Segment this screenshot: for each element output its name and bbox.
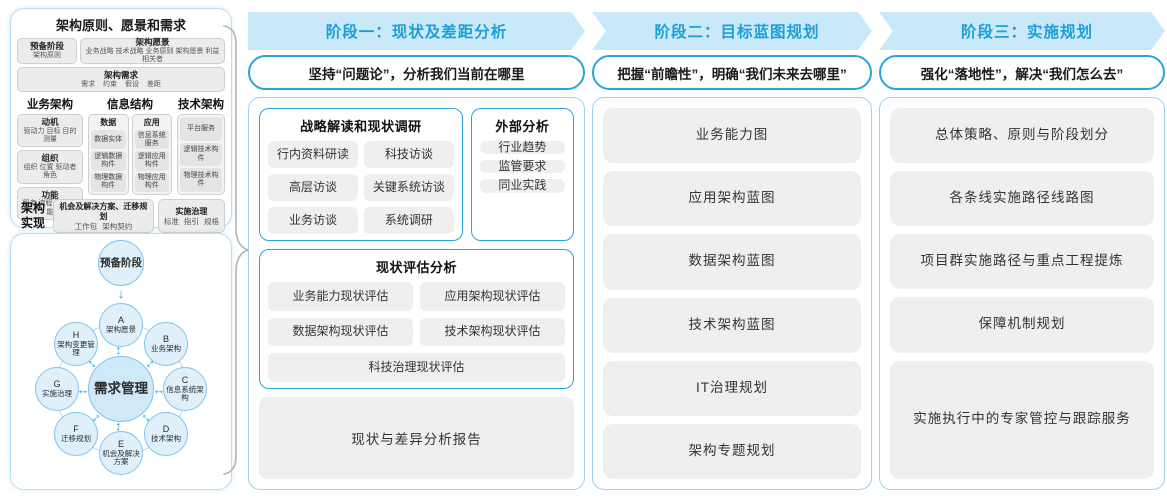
requirement-sub: 需求 约束 假设 差距 — [81, 80, 161, 88]
technology-item: 平台服务 — [180, 117, 222, 141]
phase-2-item: IT治理规划 — [603, 360, 861, 416]
motivation-box: 动机 驱动力 目标 目的 测量 — [17, 114, 83, 148]
phase-3-subtitle: 强化“落地性”，解决“我们怎么去” — [879, 55, 1165, 90]
business-architecture-title: 业务架构 — [27, 99, 73, 111]
architecture-requirement-box: 架构需求 需求 约束 假设 差距 — [17, 67, 225, 92]
bidirectional-arrow-icon: ↔ — [113, 420, 129, 434]
technology-architecture-column: 技术架构 平台服务 逻辑技术构件 物理技术构件 — [177, 96, 225, 195]
prep-phase-sub: 架构原则 — [33, 52, 61, 60]
phase-3-item: 各条线实施路径线路图 — [890, 171, 1154, 227]
phase-2-item: 业务能力图 — [603, 108, 861, 164]
strategy-item: 系统调研 — [363, 207, 454, 234]
phase-3-item: 实施执行中的专家管控与跟踪服务 — [890, 360, 1154, 480]
architecture-framework-panel: 架构原则、愿景和需求 预备阶段 架构原则 架构愿景 业务战略 技术战略 业务原则… — [10, 8, 232, 233]
phase-2-content: 业务能力图 应用架构蓝图 数据架构蓝图 技术架构蓝图 IT治理规划 架构专题规划 — [592, 97, 872, 490]
technology-item: 物理技术构件 — [180, 168, 222, 193]
information-structure-title: 信息结构 — [107, 99, 153, 111]
phase-2-item: 技术架构蓝图 — [603, 297, 861, 353]
phase-2-item: 数据架构蓝图 — [603, 234, 861, 290]
phase-1-content: 战略解读和现状调研 行内资料研读 科技访谈 高层访谈 关键系统访谈 业务访谈 系… — [248, 97, 585, 490]
phase-2-item: 架构专题规划 — [603, 423, 861, 480]
strategy-research-box: 战略解读和现状调研 行内资料研读 科技访谈 高层访谈 关键系统访谈 业务访谈 系… — [259, 108, 463, 241]
adm-node-d: D 技术架构 — [144, 412, 188, 456]
adm-node-h: H 架构变更管理 — [54, 322, 98, 366]
implementation-governance-box: 实施治理 标准 指引 规格 — [157, 199, 225, 233]
phase-3-content: 总体策略、原则与阶段划分 各条线实施路径线路图 项目群实施路径与重点工程提炼 保… — [879, 97, 1165, 490]
evaluation-item: 数据架构现状评估 — [268, 317, 413, 347]
external-analysis-box: 外部分析 行业趋势 监管要求 同业实践 — [470, 108, 574, 241]
adm-node-f: F 迁移规划 — [54, 412, 98, 456]
phase-2-header-band: 阶段二：目标蓝图规划 — [592, 12, 872, 50]
phase-1-header-band: 阶段一：现状及差距分析 — [248, 12, 585, 50]
adm-node-c: C 信息系统架构 — [163, 367, 207, 411]
strategy-item: 关键系统访谈 — [363, 174, 454, 201]
framework-columns: 业务架构 动机 驱动力 目标 目的 测量 组织 组织 位置 驱动者 角色 功能 … — [17, 96, 225, 221]
information-structure-column: 信息结构 数据 数据实体 逻辑数据构件 物理数据构件 应用 信息系统服务 逻辑应… — [88, 96, 172, 195]
external-item: 行业趋势 — [479, 140, 565, 155]
requirement-management-circle: 需求管理 — [88, 356, 154, 422]
adm-node-g: G 实施治理 — [35, 367, 79, 411]
phase-3-item: 项目群实施路径与重点工程提炼 — [890, 234, 1154, 290]
technology-architecture-title: 技术架构 — [178, 99, 224, 111]
external-item: 同业实践 — [479, 179, 565, 193]
phase-2-item: 应用架构蓝图 — [603, 171, 861, 227]
strategy-item: 高层访谈 — [268, 174, 358, 201]
adm-node-e: E 机会及解决方案 — [99, 431, 143, 475]
prep-phase-box: 预备阶段 架构原则 — [17, 38, 77, 64]
technology-group-box: 平台服务 逻辑技术构件 物理技术构件 — [177, 114, 225, 195]
phase-3-column: 阶段三：实施规划 强化“落地性”，解决“我们怎么去” 总体策略、原则与阶段划分 … — [879, 12, 1165, 490]
evaluation-item: 科技治理现状评估 — [268, 353, 565, 382]
framework-row-top: 预备阶段 架构原则 架构愿景 业务战略 技术战略 业务原则 架构愿景 利益相关者 — [17, 37, 225, 64]
phase-3-item: 总体策略、原则与阶段划分 — [890, 108, 1154, 164]
phase-2-column: 阶段二：目标蓝图规划 把握“前瞻性”，明确“我们未来去哪里” 业务能力图 应用架… — [592, 12, 872, 490]
framework-title: 架构原则、愿景和需求 — [55, 18, 186, 33]
phases-area: 阶段一：现状及差距分析 坚持“问题论”，分析我们当前在哪里 战略解读和现状调研 … — [248, 12, 1165, 490]
opportunity-migration-box: 机会及解决方案、迁移规划 工作包 架构契约 — [53, 199, 154, 233]
requirement-title: 架构需求 — [103, 70, 138, 80]
strategy-item: 科技访谈 — [363, 141, 454, 168]
technology-item: 逻辑技术构件 — [180, 142, 222, 167]
adm-node-a: A 架构愿景 — [99, 303, 143, 347]
evaluation-item: 业务能力现状评估 — [268, 282, 413, 311]
data-item: 数据实体 — [91, 130, 126, 150]
down-arrow-icon: ↓ — [117, 286, 125, 301]
architecture-realization-row: 架构实现 机会及解决方案、迁移规划 工作包 架构契约 实施治理 标准 指引 规格 — [17, 199, 225, 233]
phase-1-column: 阶段一：现状及差距分析 坚持“问题论”，分析我们当前在哪里 战略解读和现状调研 … — [248, 12, 585, 490]
data-item: 物理数据构件 — [91, 172, 126, 192]
application-item: 信息系统服务 — [134, 130, 169, 150]
phase-1-subtitle: 坚持“问题论”，分析我们当前在哪里 — [248, 55, 585, 90]
adm-prep-circle: 预备阶段 — [98, 240, 144, 286]
bidirectional-arrow-icon: ↔ — [76, 381, 90, 397]
current-state-evaluation-box: 现状评估分析 业务能力现状评估 应用架构现状评估 数据架构现状评估 技术架构现状… — [259, 249, 574, 389]
data-item: 逻辑数据构件 — [91, 151, 126, 171]
architecture-vision-box: 架构愿景 业务战略 技术战略 业务原则 架构愿景 利益相关者 — [80, 37, 225, 64]
phase-3-item: 保障机制规划 — [890, 297, 1154, 353]
data-group-box: 数据 数据实体 逻辑数据构件 物理数据构件 — [88, 114, 129, 195]
adm-node-b: B 业务架构 — [144, 322, 188, 366]
organization-box: 组织 组织 位置 驱动者 角色 — [17, 150, 83, 184]
evaluation-item: 技术架构现状评估 — [420, 317, 565, 347]
business-architecture-column: 业务架构 动机 驱动力 目标 目的 测量 组织 组织 位置 驱动者 角色 功能 … — [17, 96, 83, 221]
bidirectional-arrow-icon: ↔ — [113, 344, 129, 358]
realization-label: 架构实现 — [20, 201, 45, 230]
application-item: 物理应用构件 — [134, 172, 169, 192]
phase-3-header-band: 阶段三：实施规划 — [879, 12, 1165, 50]
application-group-box: 应用 信息系统服务 逻辑应用构件 物理应用构件 — [131, 114, 172, 195]
external-item: 监管要求 — [479, 159, 565, 174]
vision-title: 架构愿景 — [135, 37, 170, 48]
strategy-item: 行内资料研读 — [268, 141, 358, 168]
application-item: 逻辑应用构件 — [134, 151, 169, 171]
vision-sub: 业务战略 技术战略 业务原则 架构愿景 利益相关者 — [85, 47, 220, 64]
prep-phase-title: 预备阶段 — [29, 41, 64, 52]
bidirectional-arrow-icon: ↔ — [152, 381, 166, 397]
strategy-item: 业务访谈 — [268, 207, 358, 234]
adm-cycle-panel: 预备阶段 ↓ A 架构愿景 B 业务架构 C 信息系统架构 D 技术架构 E 机… — [10, 233, 232, 490]
phase-2-subtitle: 把握“前瞻性”，明确“我们未来去哪里” — [592, 55, 872, 90]
curly-brace — [223, 25, 251, 475]
evaluation-item: 应用架构现状评估 — [420, 282, 565, 311]
gap-analysis-report-box: 现状与差异分析报告 — [259, 397, 574, 479]
